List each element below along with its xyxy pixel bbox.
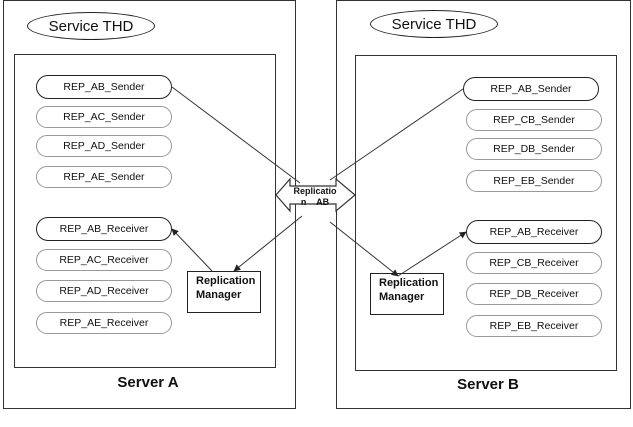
server-b-receiver-ab: REP_AB_Receiver bbox=[466, 220, 602, 244]
server-a-sender-ac: REP_AC_Sender bbox=[36, 106, 172, 128]
server-b-manager-line2: Manager bbox=[379, 291, 425, 303]
replication-ab-label-line1: Replicatio bbox=[293, 186, 337, 196]
server-a-sender-ae: REP_AE_Sender bbox=[36, 166, 172, 188]
server-b-caption: Server B bbox=[457, 376, 519, 393]
replication-ab-label-line2: n AB bbox=[300, 197, 330, 207]
server-b-receiver-cb: REP_CB_Receiver bbox=[466, 252, 602, 274]
server-a-receiver-ae: REP_AE_Receiver bbox=[36, 312, 172, 334]
server-a-receiver-ad: REP_AD_Receiver bbox=[36, 280, 172, 302]
replication-ab-label: Replicatio n AB bbox=[282, 186, 348, 208]
server-a-receiver-ac: REP_AC_Receiver bbox=[36, 249, 172, 271]
server-b-service-thd: Service THD bbox=[370, 10, 498, 38]
server-a-caption: Server A bbox=[117, 374, 179, 391]
server-b-sender-eb: REP_EB_Sender bbox=[466, 170, 602, 192]
server-b-sender-cb: REP_CB_Sender bbox=[466, 109, 602, 131]
server-b-manager-line1: Replication bbox=[379, 277, 439, 289]
server-a-manager-line1: Replication bbox=[196, 275, 256, 287]
server-b-receiver-eb: REP_EB_Receiver bbox=[466, 315, 602, 337]
server-b-sender-ab: REP_AB_Sender bbox=[463, 77, 599, 101]
server-a-replication-manager: Replication Manager bbox=[187, 271, 261, 313]
server-a-sender-ab: REP_AB_Sender bbox=[36, 75, 172, 99]
server-b-replication-manager: Replication Manager bbox=[370, 273, 444, 315]
server-a-manager-line2: Manager bbox=[196, 289, 242, 301]
server-a-service-thd: Service THD bbox=[27, 12, 155, 40]
server-b-sender-db: REP_DB_Sender bbox=[466, 138, 602, 160]
server-a-receiver-ab: REP_AB_Receiver bbox=[36, 217, 172, 241]
server-b-receiver-db: REP_DB_Receiver bbox=[466, 283, 602, 305]
server-a-sender-ad: REP_AD_Sender bbox=[36, 135, 172, 157]
